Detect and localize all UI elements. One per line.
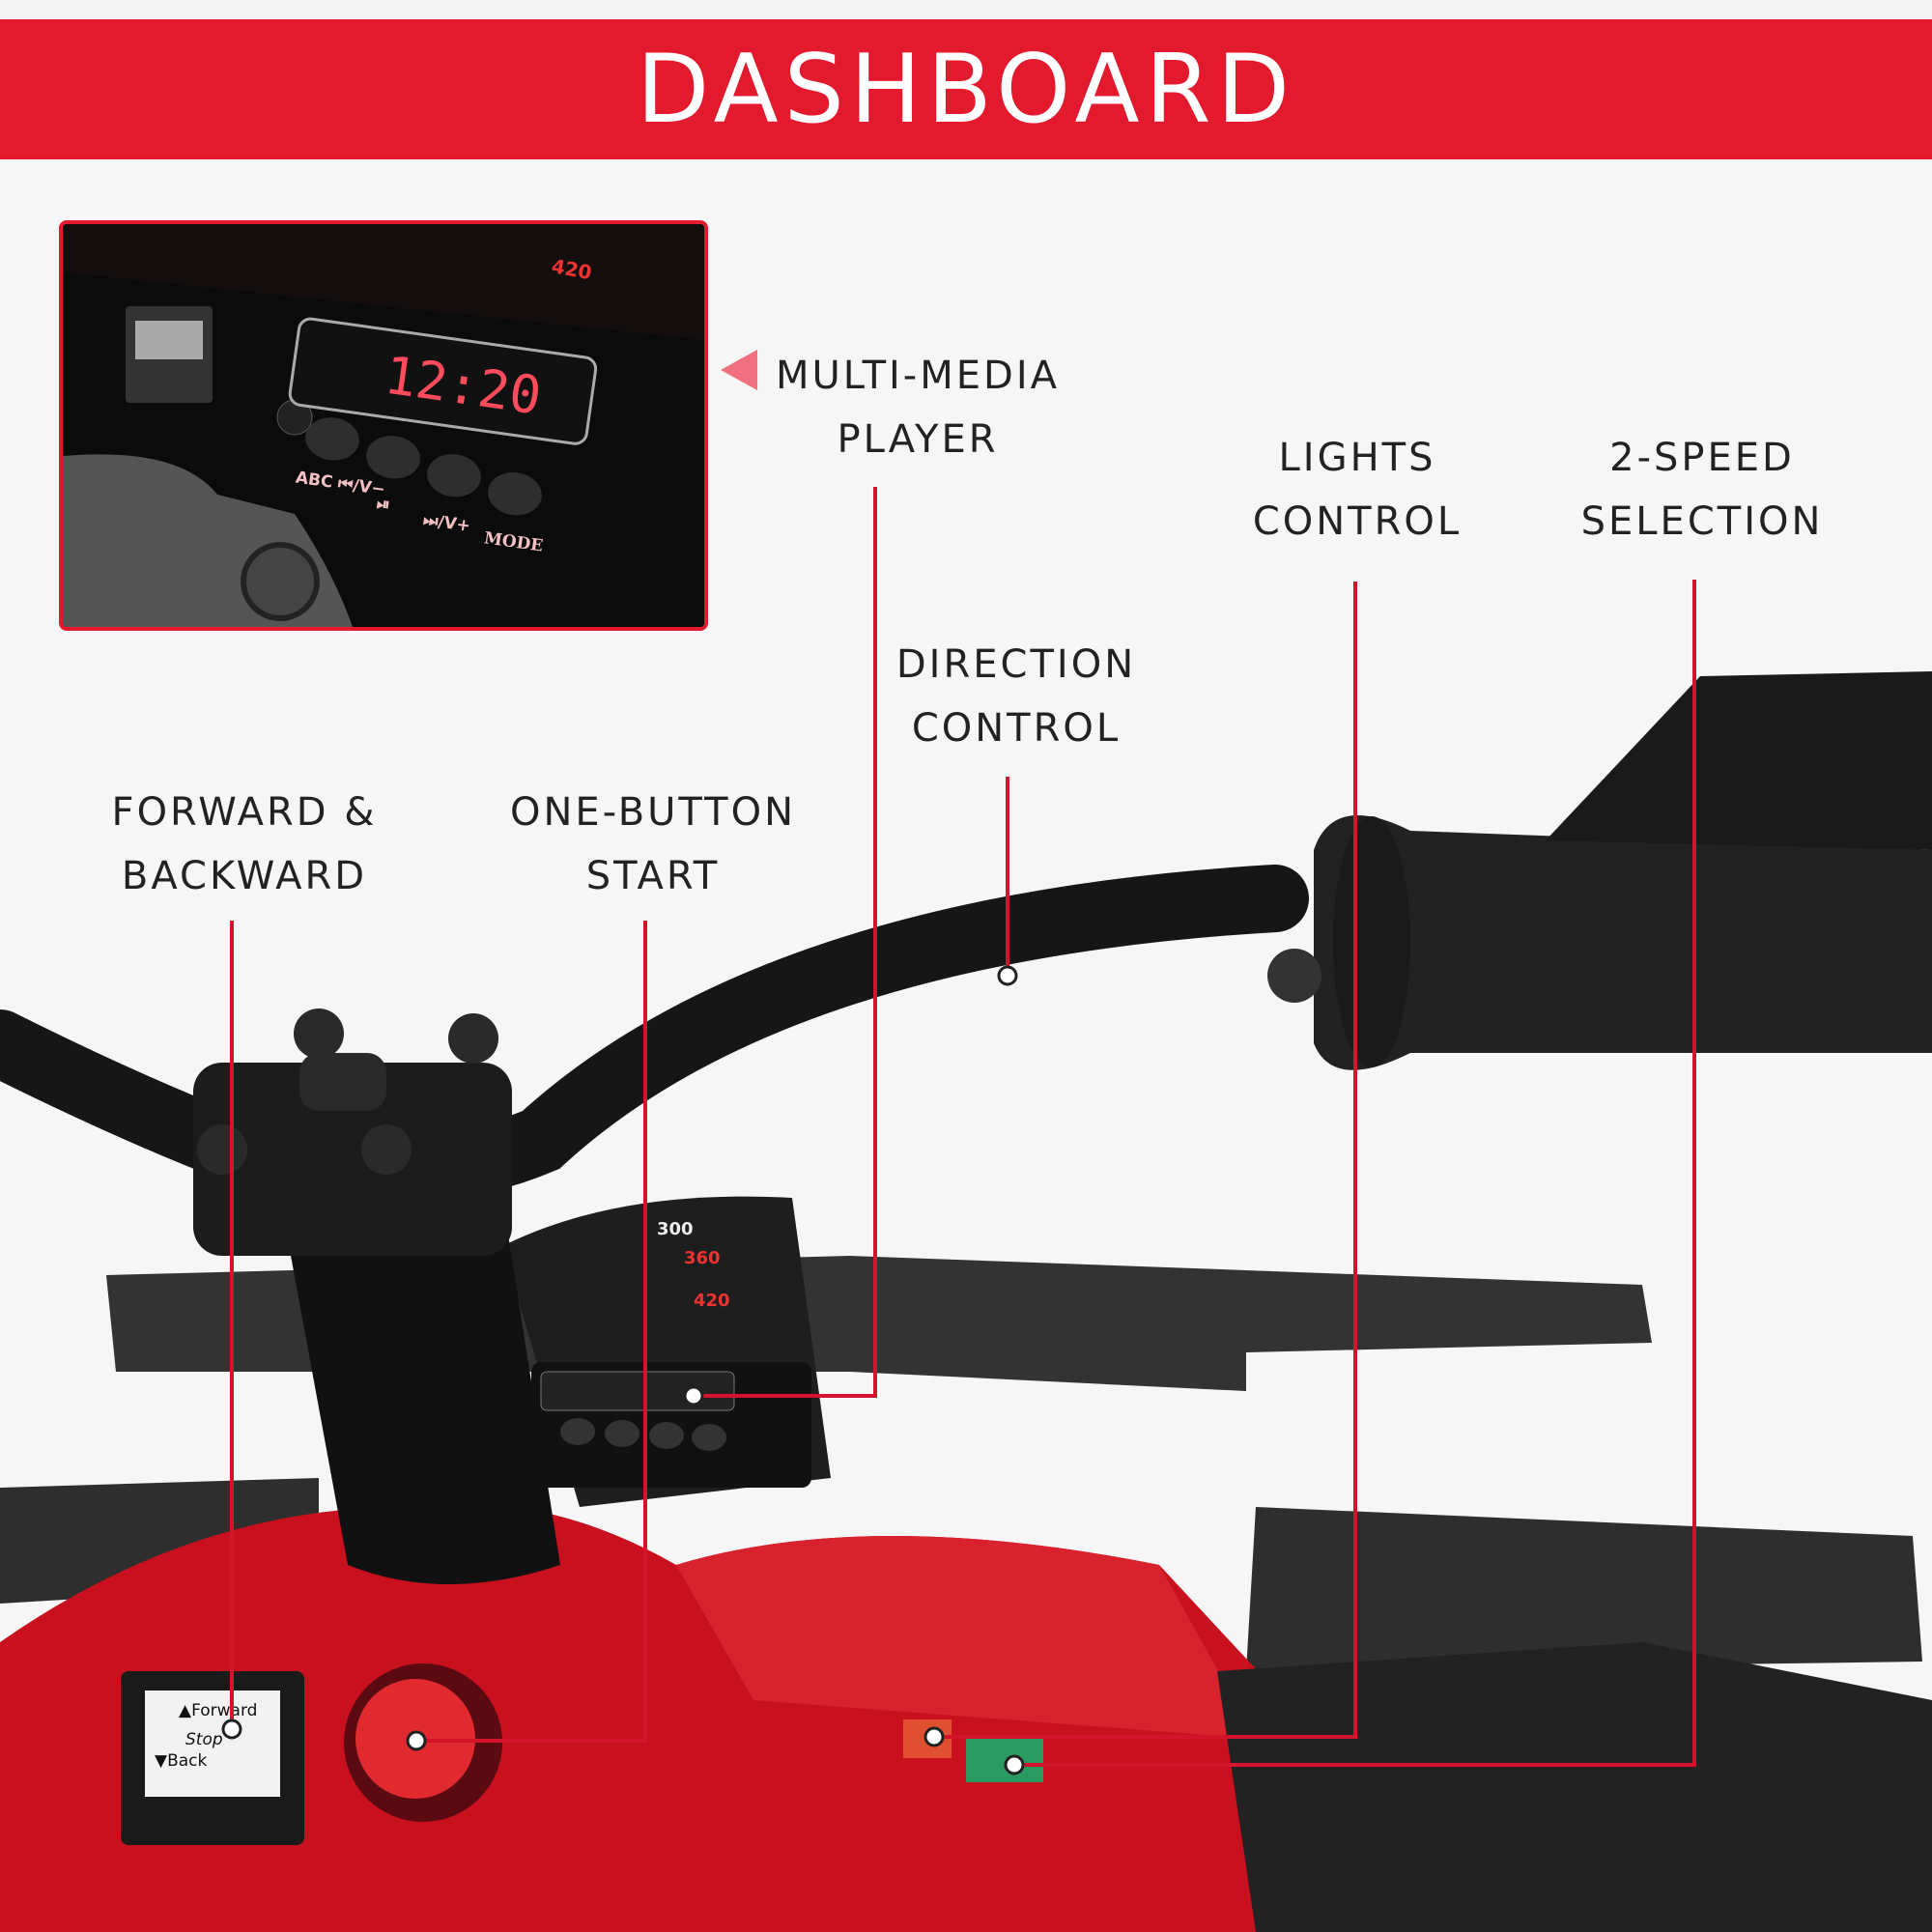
hand-guard	[1546, 671, 1932, 850]
speed-switch[interactable]	[966, 1739, 1043, 1782]
side-rack	[1246, 1507, 1922, 1671]
handle-grip	[1314, 815, 1932, 1070]
callout-lines	[230, 487, 1696, 1767]
inset-buttons	[305, 417, 542, 516]
steering-column	[280, 1198, 560, 1584]
gauge-tick: 420	[694, 1291, 730, 1311]
switch-label: Stop	[185, 1730, 223, 1749]
switch-label: ▲Forward	[179, 1701, 257, 1720]
callout-dots	[221, 965, 1025, 1776]
led-display	[288, 317, 598, 445]
media-buttons	[560, 1418, 726, 1451]
pointer-triangle-icon	[721, 350, 757, 390]
gauge-tick: 300	[657, 1219, 694, 1239]
callout-forward-backward: FORWARD &BACKWARD	[111, 790, 378, 898]
svg-text:⏯: ⏯	[376, 495, 391, 516]
header-banner: DASHBOARD	[0, 19, 1932, 159]
gauge-tick: 360	[684, 1248, 721, 1268]
handlebar-clamp	[193, 1063, 512, 1256]
page-title: DASHBOARD	[636, 34, 1296, 145]
switch-label: ▼Back	[155, 1751, 208, 1771]
media-player-closeup: 420 12:20 ABC ⏮/V− ⏯ ⏭/V+ MODE	[59, 220, 708, 631]
